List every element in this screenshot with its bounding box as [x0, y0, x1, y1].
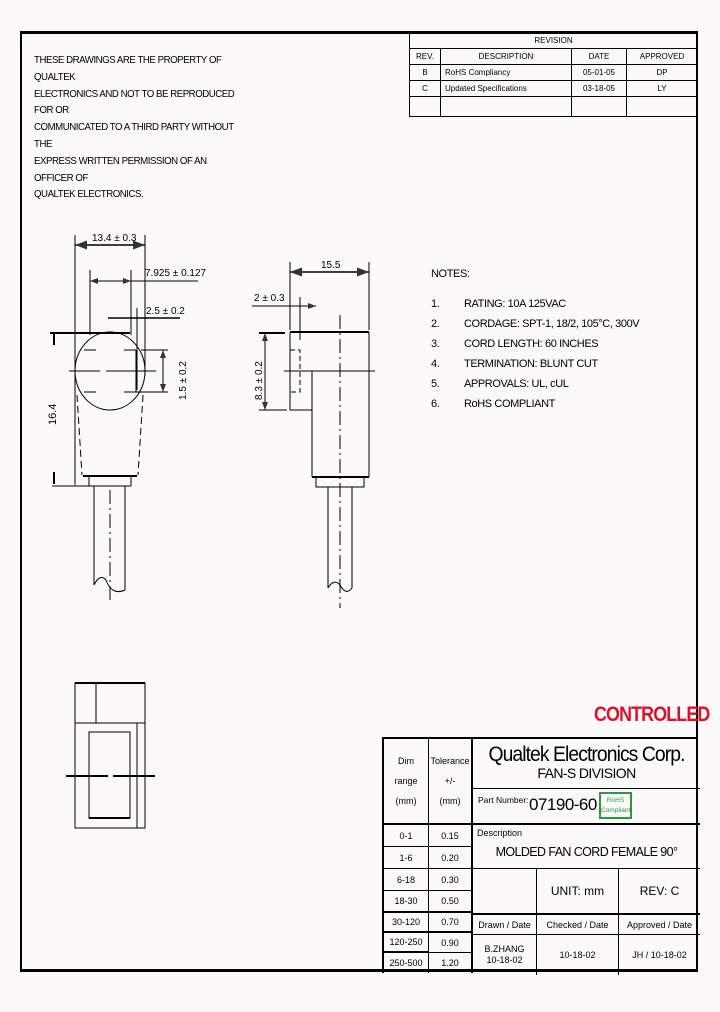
notice-line: THESE DRAWINGS ARE THE PROPERTY OF QUALT…	[34, 54, 222, 83]
note-number: 6.	[431, 398, 440, 410]
note-item: 3. CORD LENGTH: 60 INCHES	[431, 338, 639, 358]
tol-cell: 0.30	[429, 869, 473, 891]
header-text: (mm)	[439, 796, 461, 806]
note-item: 1. RATING: 10A 125VAC	[431, 298, 639, 318]
note-number: 5.	[431, 378, 440, 390]
company-name: Qualtek Electronics Corp.	[488, 743, 685, 766]
blank-cell	[473, 869, 537, 915]
tol-cell: 0.15	[429, 825, 473, 847]
range-cell: 120-250	[384, 933, 429, 953]
controlled-stamp: CONTROLLED	[594, 703, 710, 726]
part-number-block: Part Number: 07190-60 RoHS Compliant	[473, 789, 700, 825]
header-text: (mm)	[395, 796, 417, 806]
approved-cell	[626, 96, 698, 117]
division-name: FAN-S DIVISION	[537, 765, 636, 781]
range-cell: 250-500	[384, 953, 429, 973]
notice-line: EXPRESS WRITTEN PERMISSION OF AN OFFICER…	[34, 154, 207, 184]
notes-section: NOTES: 1. RATING: 10A 125VAC 2. CORDAGE: S…	[431, 268, 640, 418]
dim-front-width: 13.4 ± 0.3	[92, 233, 137, 244]
drawn-label: Drawn / Date	[473, 915, 537, 935]
header-text: range	[394, 776, 418, 786]
note-text: CORDAGE: SPT-1, 18/2, 105°C, 300V	[464, 318, 640, 330]
note-text: APPROVALS: UL, cUL	[464, 378, 569, 390]
front-view	[50, 235, 198, 600]
tol-cell: 1.20	[429, 953, 473, 973]
dim-side-width: 15.5	[321, 260, 341, 271]
rev-cell: REV: C	[619, 869, 700, 915]
header-text: Dim	[398, 756, 414, 766]
property-notice: THESE DRAWINGS ARE THE PROPERTY OF QUALT…	[34, 52, 246, 203]
note-number: 1.	[431, 298, 440, 310]
approved-label: Approved / Date	[619, 915, 700, 935]
company-block: Qualtek Electronics Corp. FAN-S DIVISION	[473, 739, 700, 789]
range-cell: 6-18	[384, 869, 429, 891]
notice-line: QUALTEK ELECTRONICS.	[34, 188, 144, 201]
note-text: RATING: 10A 125VAC	[464, 298, 566, 310]
note-text: RoHS COMPLIANT	[464, 398, 555, 410]
title-block: Dim range (mm) Tolerance +/- (mm) 0-1 0.…	[382, 737, 700, 975]
notice-line: COMMUNICATED TO A THIRD PARTY WITHOUT TH…	[34, 121, 234, 150]
checked-label: Checked / Date	[537, 915, 619, 935]
rohs-text: Compliant	[601, 807, 631, 814]
part-number: 07190-60	[529, 795, 597, 814]
range-cell: 0-1	[384, 825, 429, 847]
header-text: Tolerance	[430, 756, 470, 766]
unit-cell: UNIT: mm	[537, 869, 619, 915]
bottom-view	[66, 682, 155, 829]
notes-title: NOTES:	[431, 268, 470, 280]
note-item: 4. TERMINATION: BLUNT CUT	[431, 358, 639, 378]
dim-side-offset: 2 ± 0.3	[254, 293, 285, 304]
tolerance-table: 0-1 0.15 1-6 0.20 6-18 0.30 18-30 0.50 3…	[384, 825, 473, 975]
drawn-value: B.ZHANG 10-18-02	[473, 935, 537, 975]
part-number-label: Part Number:	[478, 795, 529, 805]
dim-pin-offset: 2.5 ± 0.2	[146, 306, 185, 317]
tolerance-header: Tolerance +/- (mm)	[429, 739, 473, 825]
note-item: 2. CORDAGE: SPT-1, 18/2, 105°C, 300V	[431, 318, 640, 338]
drawn-date: 10-18-02	[486, 955, 523, 965]
rohs-text: RoHS	[606, 797, 625, 804]
note-item: 6. RoHS COMPLIANT	[431, 398, 639, 418]
description-text: MOLDED FAN CORD FEMALE 90°	[495, 845, 678, 859]
note-number: 3.	[431, 338, 440, 350]
notice-line: ELECTRONICS AND NOT TO BE REPRODUCED FOR…	[34, 87, 235, 117]
note-item: 5. APPROVALS: UL, cUL	[431, 378, 639, 398]
note-text: TERMINATION: BLUNT CUT	[464, 358, 598, 370]
range-cell: 1-6	[384, 847, 429, 869]
description-label: Description	[477, 828, 523, 838]
dim-overall-height: 16.4	[47, 404, 59, 425]
drawn-by: B.ZHANG	[484, 944, 525, 954]
dim-side-height: 8.3 ± 0.2	[254, 361, 265, 400]
revision-table: REVISION REV. DESCRIPTION DATE APPROVED …	[409, 32, 698, 117]
range-cell: 18-30	[384, 891, 429, 913]
range-cell: 30-120	[384, 913, 429, 933]
drawing-border	[20, 31, 698, 972]
header-text: +/-	[444, 776, 456, 786]
checked-value: 10-18-02	[537, 935, 619, 975]
rohs-badge: RoHS Compliant	[599, 792, 632, 819]
tol-cell: 0.70	[429, 913, 473, 933]
note-text: CORD LENGTH: 60 INCHES	[464, 338, 599, 350]
approved-value: JH / 10-18-02	[632, 950, 687, 960]
note-number: 2.	[431, 318, 440, 330]
note-number: 4.	[431, 358, 440, 370]
description-block: Description MOLDED FAN CORD FEMALE 90°	[473, 825, 700, 869]
dim-pin-height: 1.5 ± 0.2	[178, 361, 189, 400]
tol-cell: 0.90	[429, 933, 473, 953]
table-row	[409, 96, 698, 117]
tol-cell: 0.20	[429, 847, 473, 869]
dim-range-header: Dim range (mm)	[384, 739, 429, 825]
tol-cell: 0.50	[429, 891, 473, 913]
table-row: B RoHS Compliancy 05-01-05 DP	[409, 64, 698, 81]
side-view	[252, 262, 375, 608]
dim-pin-spacing: 7.925 ± 0.127	[145, 268, 207, 279]
